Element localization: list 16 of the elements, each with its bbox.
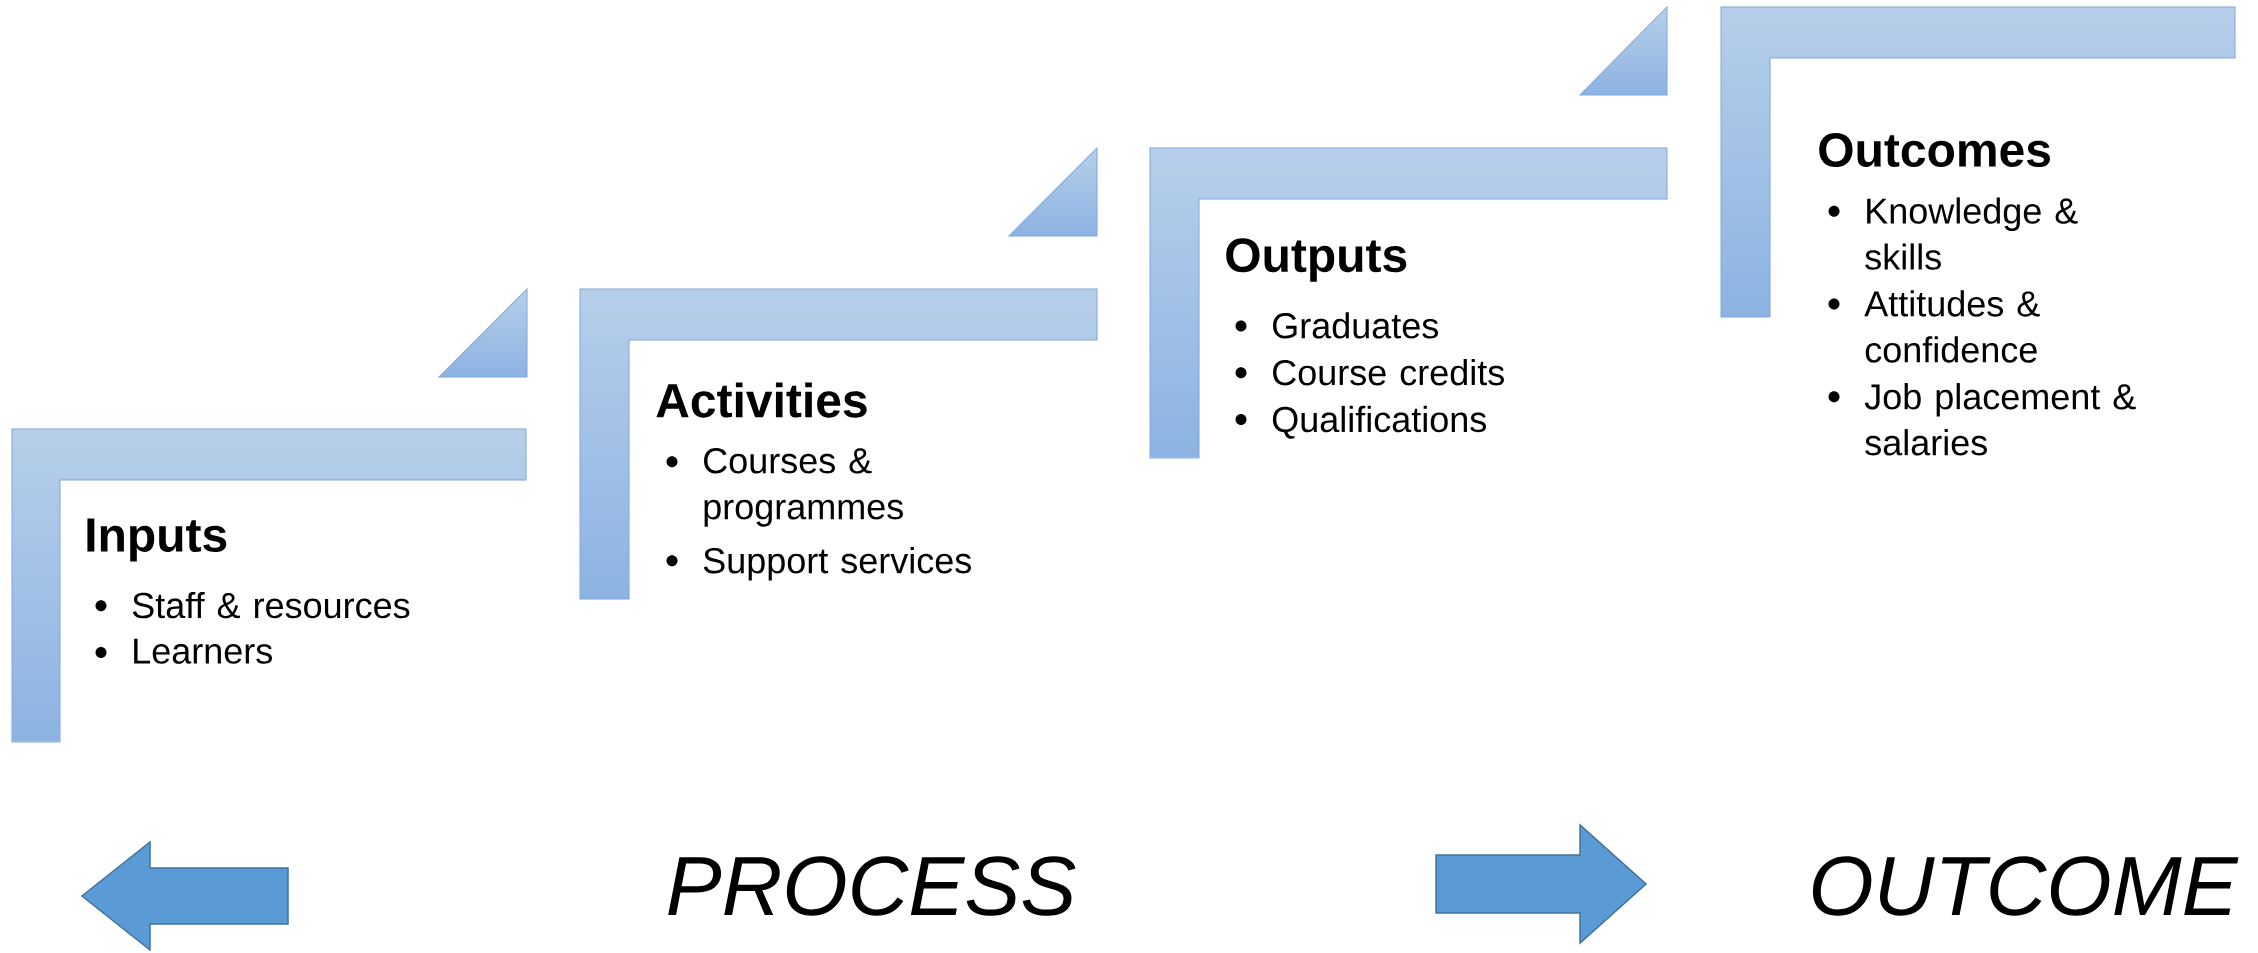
bullet-item: Qualifications xyxy=(1272,405,1486,439)
section-label: PROCESS xyxy=(668,856,1076,916)
section-label: OUTCOME xyxy=(1812,856,2239,916)
bullet-item: Course credits xyxy=(1273,359,1504,386)
bullet-item: Knowledge & skills xyxy=(1865,197,2078,270)
step-heading: Outcomes xyxy=(1819,133,2050,167)
bullet-item: Staff & resources xyxy=(132,591,410,619)
bullet-item: Courses & programmes xyxy=(704,448,903,527)
bullet-item: Graduates xyxy=(1273,312,1438,339)
bullet-item: Learners xyxy=(134,638,272,664)
bullet-item: Attitudes & confidence xyxy=(1864,290,2040,363)
step-heading: Activities xyxy=(656,382,867,418)
bullet-item: Job placement & salaries xyxy=(1864,383,2136,456)
step-heading: Outputs xyxy=(1226,238,1407,282)
bullet-item: Support services xyxy=(703,547,971,581)
step-heading: Inputs xyxy=(87,518,227,562)
